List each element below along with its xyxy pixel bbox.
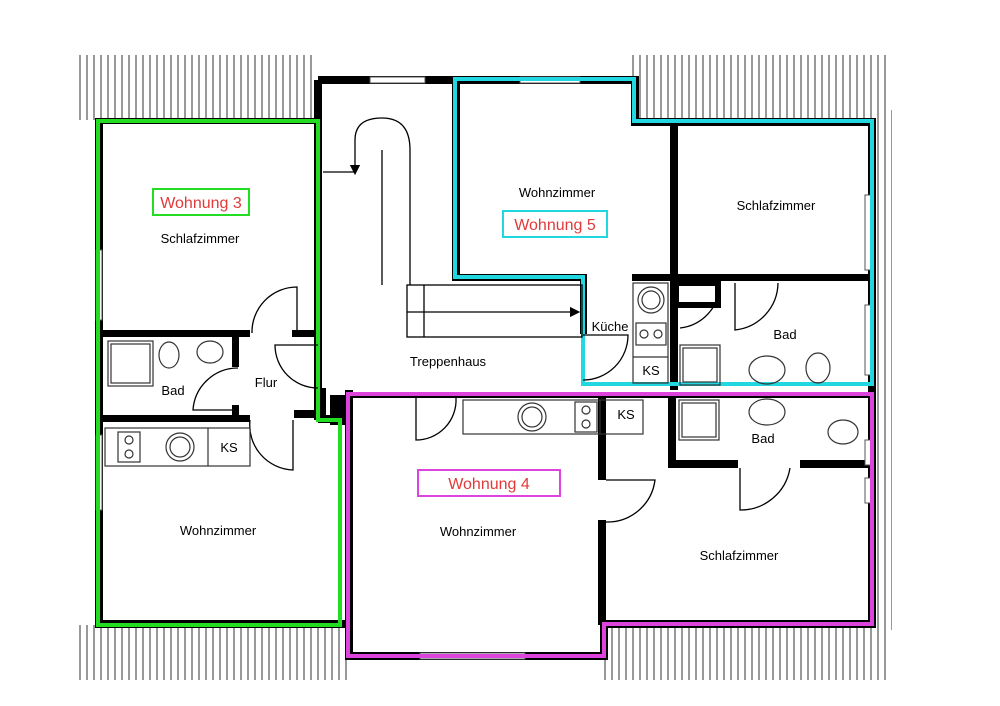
- stove-icon: [574, 401, 598, 433]
- sink-icon: [748, 398, 786, 426]
- sink-icon: [748, 355, 786, 385]
- sink-icon: [165, 432, 195, 462]
- room-w4-bad: Bad: [751, 431, 774, 446]
- toilet-icon: [158, 341, 180, 369]
- toilet-icon: [805, 352, 831, 384]
- kitchen-w4: [462, 399, 644, 435]
- wohnung-5-label: Wohnung 5: [514, 217, 596, 234]
- sink-icon: [637, 286, 665, 314]
- toilet-icon: [827, 419, 859, 445]
- kitchen-w3: [104, 427, 251, 467]
- stove-icon: [635, 322, 667, 346]
- room-w3-schlafzimmer: Schlafzimmer: [161, 231, 240, 246]
- shower-tray-icon: [679, 344, 721, 386]
- room-w5-bad: Bad: [773, 327, 796, 342]
- wohnung-3-outline: [96, 119, 342, 627]
- room-w3-bad: Bad: [161, 383, 184, 398]
- bath-w3: [107, 340, 224, 387]
- wohnung-5-outline: [453, 77, 874, 386]
- room-w5-ks: KS: [642, 363, 660, 378]
- wohnung-4-label: Wohnung 4: [448, 476, 530, 493]
- room-w4-schlafzimmer: Schlafzimmer: [700, 548, 779, 563]
- wohnung-4-outline: [346, 392, 874, 658]
- shower-tray-icon: [107, 340, 154, 387]
- room-w3-flur: Flur: [255, 375, 278, 390]
- wohnung-3-label: Wohnung 3: [160, 195, 242, 212]
- bath-w5: [679, 344, 831, 386]
- room-w5-kueche: Küche: [592, 319, 629, 334]
- room-w3-wohnzimmer: Wohnzimmer: [180, 523, 257, 538]
- room-w5-schlafzimmer: Schlafzimmer: [737, 198, 816, 213]
- bath-w4: [678, 398, 859, 445]
- sink-icon: [517, 402, 547, 432]
- staircase: [323, 117, 583, 338]
- room-w3-ks: KS: [220, 440, 238, 455]
- shower-tray-icon: [678, 399, 720, 441]
- room-treppenhaus: Treppenhaus: [410, 354, 487, 369]
- wohnung-3-label-box: [152, 188, 250, 216]
- room-w4-ks: KS: [617, 407, 635, 422]
- kitchen-w5: [632, 282, 669, 384]
- wohnung-5-label-box: [502, 210, 608, 238]
- stove-icon: [117, 431, 141, 463]
- room-w5-wohnzimmer: Wohnzimmer: [519, 185, 596, 200]
- wohnung-4-label-box: [417, 469, 561, 497]
- room-w4-wohnzimmer: Wohnzimmer: [440, 524, 517, 539]
- sink-icon: [196, 340, 224, 364]
